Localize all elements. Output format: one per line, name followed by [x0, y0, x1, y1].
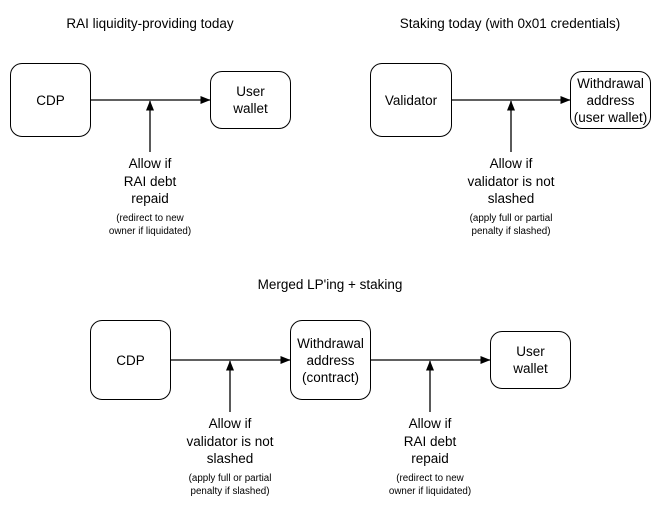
node-cdp-top[interactable]: CDP	[10, 63, 91, 137]
subnote-condition-lp-today: (redirect to new owner if liquidated)	[108, 213, 192, 237]
subnote-condition-staking-today: (apply full or partial penalty if slashe…	[469, 213, 553, 237]
panel-title-merged: Merged LP'ing + staking	[257, 277, 403, 292]
node-user-wallet-top[interactable]: User wallet	[210, 71, 291, 129]
node-withdrawal-address-contract[interactable]: Withdrawal address (contract)	[290, 320, 371, 400]
note-merged-condition-right: Allow if RAI debt repaid	[403, 416, 457, 466]
note-condition-lp-today: Allow if RAI debt repaid	[123, 156, 177, 206]
panel-title-lp-today: RAI liquidity-providing today	[66, 16, 234, 31]
node-user-wallet-bottom[interactable]: User wallet	[490, 331, 571, 389]
subnote-merged-condition-right: (redirect to new owner if liquidated)	[388, 473, 472, 497]
subnote-merged-condition-left: (apply full or partial penalty if slashe…	[188, 473, 272, 497]
panel-title-staking-today: Staking today (with 0x01 credentials)	[399, 16, 621, 31]
note-merged-condition-left: Allow if validator is not slashed	[186, 416, 274, 466]
note-condition-staking-today: Allow if validator is not slashed	[467, 156, 555, 206]
node-cdp-bottom[interactable]: CDP	[90, 320, 171, 400]
node-withdrawal-address-user-wallet[interactable]: Withdrawal address (user wallet)	[570, 71, 651, 129]
node-validator[interactable]: Validator	[370, 63, 452, 137]
